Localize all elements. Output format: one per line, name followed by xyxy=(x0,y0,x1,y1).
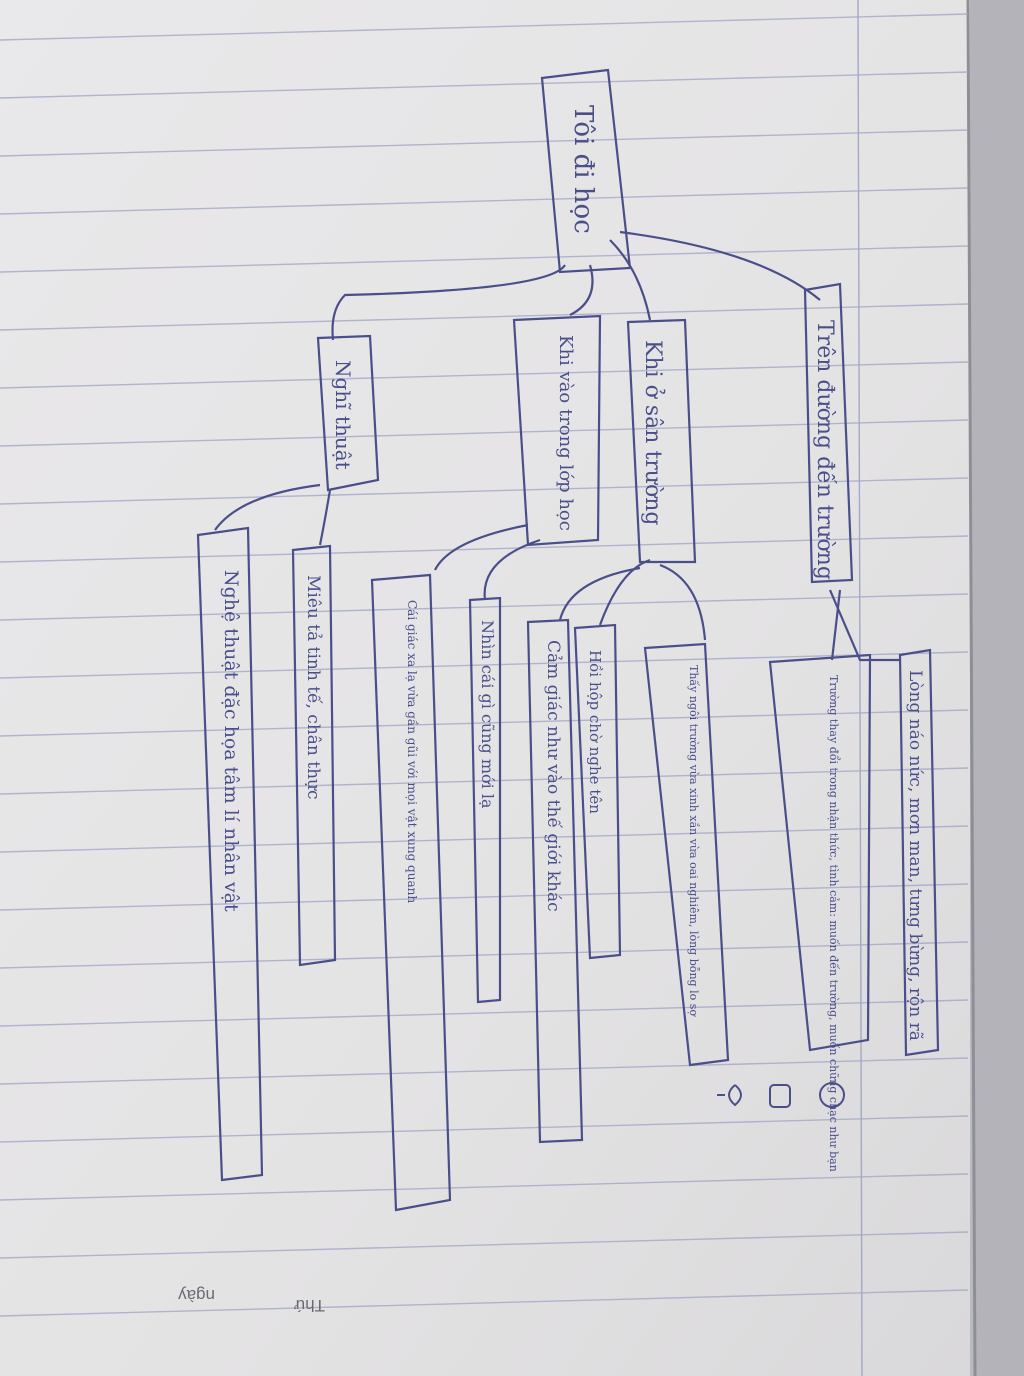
leaf-4-1-text: Miêu tả tinh tế, chân thực xyxy=(303,575,323,800)
label-ngay: ngày xyxy=(178,1286,215,1305)
leaf-3-1-text: Nhìn cái gì cũng mới lạ xyxy=(478,620,497,809)
branch-box-3 xyxy=(512,314,602,547)
root-box xyxy=(540,68,632,274)
leaf-box-1 xyxy=(898,648,940,1057)
branch-box-2 xyxy=(626,318,697,564)
branch-1-text: Trên đường đến trường xyxy=(812,320,838,580)
leaf-2-1-text: Thấy ngôi trường vừa xinh xắn vừa oai ng… xyxy=(687,665,700,1017)
branch-box-1 xyxy=(803,282,854,584)
doodle-square-icon xyxy=(769,1084,791,1108)
leaf-box-6 xyxy=(468,596,502,1004)
leaf-2-3-text: Cảm giác như vào thế giới khác xyxy=(543,640,563,912)
leaf-2-2-text: Hồi hộp chờ nghe tên xyxy=(586,650,604,814)
label-thu: Thứ xyxy=(294,1296,325,1315)
boxes xyxy=(196,68,940,1212)
leaf-box-5 xyxy=(526,618,584,1144)
root-node-text: Tôi đi học xyxy=(568,105,598,234)
leaf-1-1-text: Lòng náo nức, mơn man, tưng bừng, rộn rã xyxy=(905,670,925,1041)
leaf-3-2-text: Cái giác xa lạ vừa gần gũi với mọi vật x… xyxy=(405,600,420,903)
branch-3-text: Khi vào trong lớp học xyxy=(555,335,576,531)
page-edge xyxy=(966,0,977,1376)
margin-doodles xyxy=(717,1082,845,1108)
paper xyxy=(0,0,970,1376)
printed-labels: ngày Thứ xyxy=(178,1286,325,1315)
leaf-4-2-text: Nghệ thuật đặc họa tâm lí nhân vật xyxy=(220,570,242,912)
branch-4-text: Nghĩ thuật xyxy=(331,360,355,470)
leaf-box-4 xyxy=(573,623,622,960)
page-edge-shadow xyxy=(970,0,1024,1376)
doodle-circle-icon xyxy=(819,1082,845,1108)
branch-box-4 xyxy=(316,334,380,492)
margin-line xyxy=(857,0,863,1376)
leaf-box-2 xyxy=(768,653,872,1052)
handwriting: Tôi đi học Trên đường đến trường Khi ở s… xyxy=(220,105,925,1172)
leaf-box-3 xyxy=(643,642,730,1067)
branch-2-text: Khi ở sân trường xyxy=(640,340,666,525)
leaf-box-7 xyxy=(370,573,452,1212)
leaf-1-2-text: Trường thay đổi trong nhận thức, tình cả… xyxy=(827,675,840,1172)
leaf-box-8 xyxy=(291,544,337,967)
connectors xyxy=(214,230,900,662)
ruled-lines xyxy=(0,13,969,1317)
leaf-box-9 xyxy=(196,526,264,1182)
doodle-bulb-icon xyxy=(717,1084,742,1107)
